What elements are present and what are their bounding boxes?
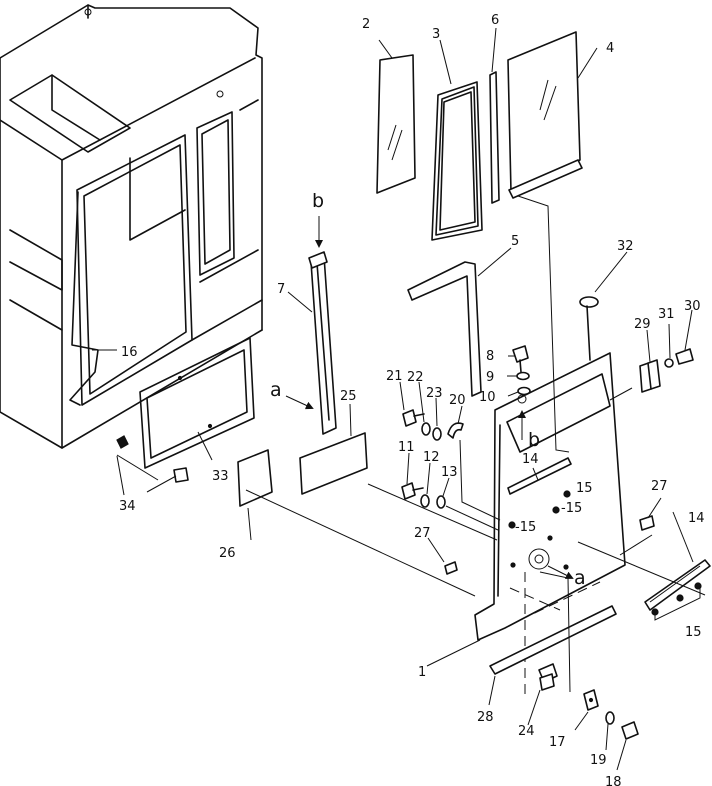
- callout-32: 32: [617, 239, 634, 254]
- glass-25: [299, 432, 368, 495]
- bolt-18: [621, 721, 639, 740]
- callout-7: 7: [277, 282, 285, 297]
- cab-body: [0, 4, 263, 449]
- callout-17: 17: [549, 735, 566, 750]
- arrow-right-icon: [547, 565, 574, 579]
- callout-21: 21: [386, 369, 403, 384]
- bolt-21: [402, 409, 425, 427]
- bolt-30: [675, 348, 694, 365]
- callout-22: 22: [407, 370, 424, 385]
- bolt-11: [401, 482, 424, 500]
- arrow-right-icon: [285, 395, 314, 410]
- callout-9: 9: [486, 370, 494, 385]
- callout-33: 33: [212, 469, 229, 484]
- view-letter-a-door: a: [574, 567, 586, 589]
- callout-3: 3: [432, 27, 440, 42]
- washer-31: [664, 358, 674, 368]
- view-letter-b-door: b: [528, 429, 540, 451]
- callout-15-door-mid: -15: [561, 501, 582, 516]
- view-letter-b-top: b: [312, 190, 324, 212]
- callout-34: 34: [119, 499, 136, 514]
- callout-10: 10: [479, 390, 496, 405]
- washer-13: [436, 495, 446, 509]
- callout-14-right: 14: [688, 511, 705, 526]
- callout-15-right: 15: [685, 625, 702, 640]
- column-7: [308, 251, 337, 435]
- callout-18: 18: [605, 775, 622, 786]
- washer-19: [605, 711, 615, 725]
- callout-5: 5: [511, 234, 519, 249]
- nut-9: [516, 371, 530, 381]
- glass-4: [507, 31, 583, 199]
- weatherstrip-5: [407, 261, 482, 397]
- callout-28: 28: [477, 710, 494, 725]
- callout-11: 11: [398, 440, 415, 455]
- callout-2: 2: [362, 17, 370, 32]
- callout-20: 20: [449, 393, 466, 408]
- strip-28: [489, 605, 617, 675]
- bolt-8: [512, 345, 529, 373]
- callout-12: 12: [423, 450, 440, 465]
- callout-1: 1: [418, 665, 426, 680]
- strip-14-right: [644, 559, 711, 621]
- bolt-34: [116, 435, 189, 493]
- striker-17: [583, 689, 599, 711]
- callout-8: 8: [486, 349, 494, 364]
- washer-22: [421, 422, 431, 436]
- hinge-29: [639, 359, 661, 393]
- frame-3: [431, 81, 483, 241]
- callout-23: 23: [426, 386, 443, 401]
- callout-15-door-top: 15: [576, 481, 593, 496]
- strip-14-door: [507, 457, 572, 529]
- callout-25: 25: [340, 389, 357, 404]
- washer-23: [432, 427, 442, 441]
- washer-12: [420, 494, 430, 508]
- callout-27b: 27: [651, 479, 668, 494]
- seal-16: [69, 191, 99, 406]
- glass-2: [376, 54, 416, 194]
- callout-6: 6: [491, 13, 499, 28]
- washer-10: [517, 386, 531, 396]
- handle-32: [579, 296, 599, 361]
- callout-26: 26: [219, 546, 236, 561]
- block-27a: [444, 561, 458, 575]
- block-27b: [639, 515, 655, 531]
- callout-24: 24: [518, 724, 535, 739]
- callout-19: 19: [590, 753, 607, 768]
- callout-27a: 27: [414, 526, 431, 541]
- cushion-20: [447, 422, 464, 439]
- callout-14-door: 14: [522, 452, 539, 467]
- callout-labels: 1 2 3 4 5 6 7 8 9 10 11 12 13 14 14 15 -…: [119, 13, 705, 786]
- view-arrows: [285, 216, 574, 579]
- latch-24: [538, 663, 558, 691]
- callout-16: 16: [121, 345, 138, 360]
- callout-29: 29: [634, 317, 651, 332]
- view-letter-a-top: a: [270, 379, 282, 401]
- door-1: [474, 352, 626, 700]
- callout-31: 31: [658, 307, 675, 322]
- panel-33: [139, 337, 255, 469]
- callout-30: 30: [684, 299, 701, 314]
- callout-15-door-low: -15: [515, 520, 536, 535]
- strip-6: [489, 71, 500, 204]
- callout-13: 13: [441, 465, 458, 480]
- callout-4: 4: [606, 41, 614, 56]
- glass-26: [237, 449, 273, 507]
